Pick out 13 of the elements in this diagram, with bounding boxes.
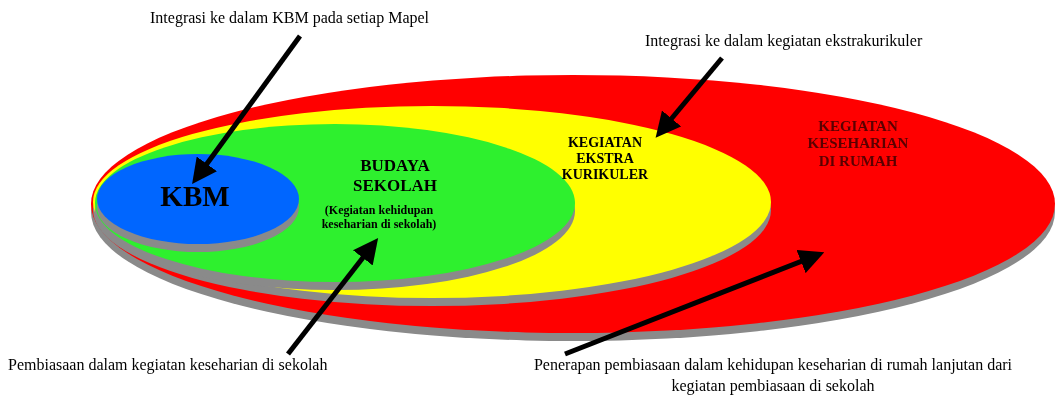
annotation-text: Pembiasaan dalam kegiatan keseharian di sekolah — [8, 355, 328, 376]
annotation-text: Penerapan pembiasaan dalam kehidupan keseharian di rumah lanjutan dari kegiatan pembiasaan di sekolah — [528, 355, 1018, 397]
arrow — [192, 34, 302, 185]
region-label: KEGIATAN KESEHARIAN DI RUMAH — [806, 118, 910, 170]
region-label: KEGIATAN EKSTRA KURIKULER — [560, 135, 650, 184]
region-label: KBM — [159, 180, 231, 214]
arrow — [655, 56, 724, 138]
arrow — [564, 249, 825, 357]
region-subtitle: (Kegiatan kehidupan keseharian di sekolah) — [320, 204, 438, 232]
annotation-text: Integrasi ke dalam KBM pada setiap Mapel — [150, 8, 430, 29]
region-label: BUDAYA SEKOLAH — [351, 156, 439, 196]
arrow — [286, 238, 379, 356]
annotation-text: Integrasi ke dalam kegiatan ekstrakurikuler — [645, 31, 923, 52]
